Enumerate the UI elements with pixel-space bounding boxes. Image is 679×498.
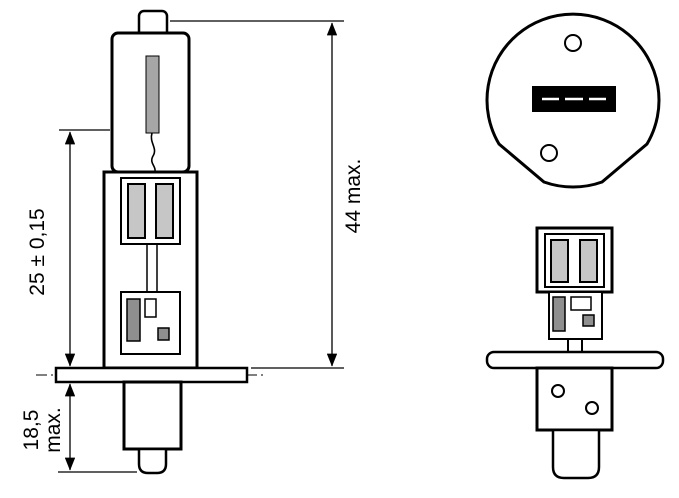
base-detail bbox=[155, 183, 174, 239]
dimension-labels: 25 ± 0,15 44 max. 18,5 max. bbox=[20, 159, 365, 453]
label-glass-to-flange: 25 ± 0,15 bbox=[26, 208, 49, 295]
base-detail bbox=[157, 327, 170, 341]
base-detail bbox=[126, 298, 141, 342]
label-base-length-value: 18,5 bbox=[20, 410, 43, 451]
side-base-lower bbox=[535, 366, 614, 432]
side-detail bbox=[579, 239, 598, 283]
rivet bbox=[551, 384, 565, 398]
top-view bbox=[485, 12, 661, 189]
base-detail bbox=[127, 183, 146, 239]
base-detail bbox=[144, 298, 157, 318]
label-overall-length: 44 max. bbox=[342, 159, 365, 234]
dimension-lines bbox=[58, 20, 344, 473]
pin-hole-top bbox=[564, 34, 582, 52]
side-stem bbox=[567, 338, 583, 353]
front-view bbox=[36, 9, 266, 475]
side-view bbox=[485, 226, 665, 480]
pin-hole-bottom bbox=[540, 144, 558, 162]
side-bottom-contact bbox=[551, 428, 601, 480]
side-flange bbox=[485, 350, 665, 370]
bottom-contact bbox=[137, 447, 168, 475]
side-detail bbox=[582, 314, 595, 327]
label-base-length-unit: max. bbox=[42, 407, 65, 453]
side-detail bbox=[552, 296, 566, 332]
contact-sleeve bbox=[122, 380, 183, 451]
flange bbox=[54, 366, 249, 384]
side-detail bbox=[550, 239, 569, 283]
filament-lead-wire bbox=[150, 132, 156, 172]
rivet bbox=[585, 401, 599, 415]
filament bbox=[145, 55, 160, 134]
side-detail bbox=[570, 296, 592, 311]
